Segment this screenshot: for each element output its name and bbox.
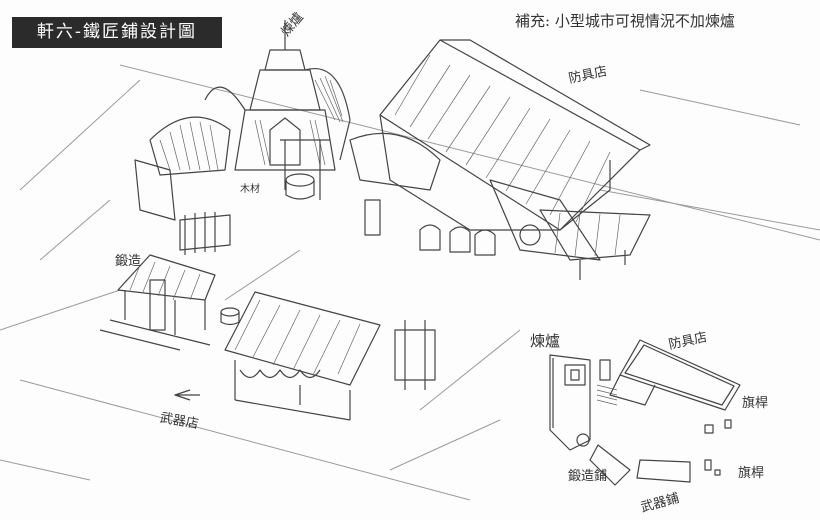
plan-label-furnace: 煉爐: [530, 332, 561, 350]
floor-plan-drawing: [549, 339, 741, 486]
weapon-shop-drawing: [174, 291, 436, 421]
armor-shop-drawing: [349, 39, 651, 280]
label-lumber: 木材: [240, 184, 260, 195]
plan-label-forge-shop: 鍛造鋪: [568, 469, 608, 484]
plan-label-flagpole-2: 旗桿: [738, 466, 765, 481]
page-title: 軒六-鐵匠鋪設計圖: [12, 17, 222, 48]
plan-label-flagpole-1: 旗桿: [742, 396, 769, 411]
furnace-tower-drawing: [134, 20, 351, 255]
label-forge: 鍛造: [115, 254, 142, 269]
forge-drawing: [99, 254, 240, 351]
supplement-note: 補充: 小型城市可視情況不加煉爐: [515, 12, 735, 30]
